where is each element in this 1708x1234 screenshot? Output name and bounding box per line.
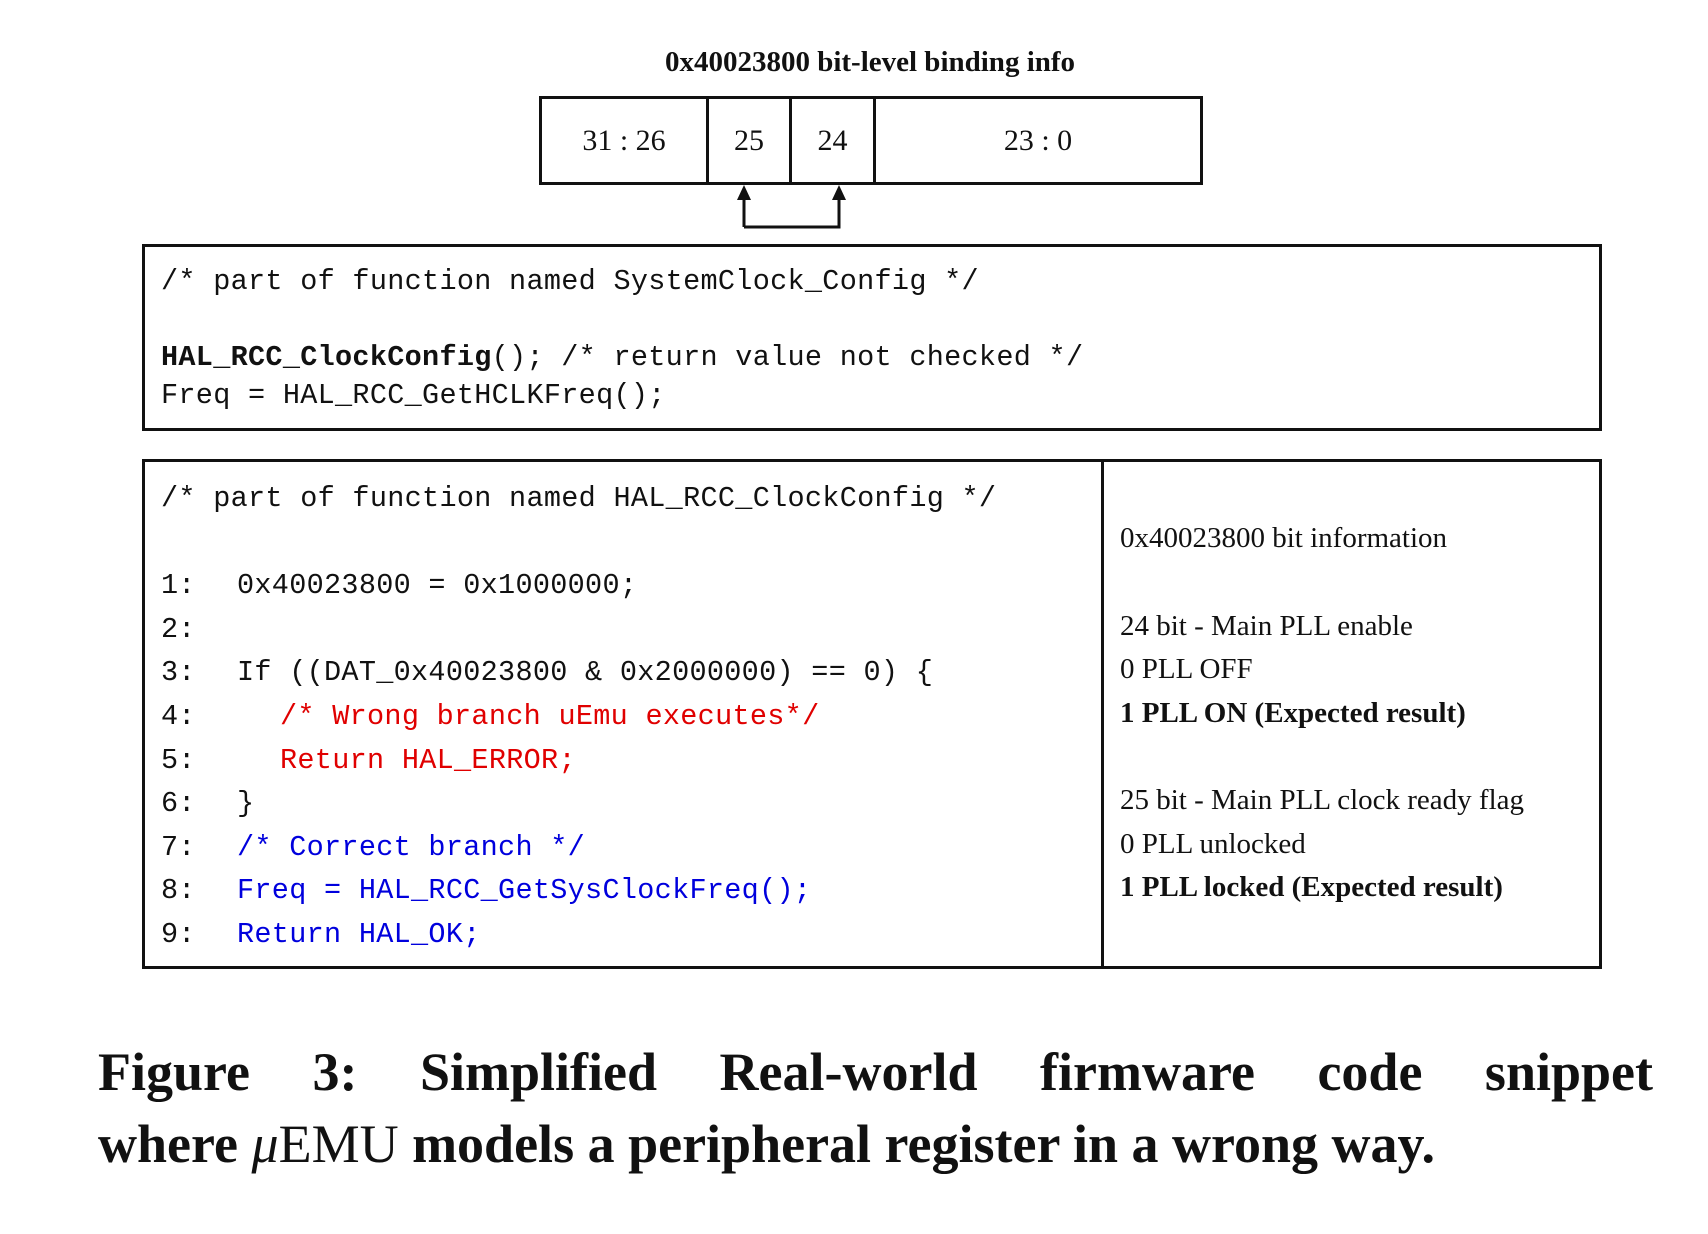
bit25-off: 0 PLL unlocked [1120, 828, 1306, 860]
divider [1101, 462, 1104, 966]
line-number: 6: [161, 787, 196, 820]
code-box-system-clock-config: /* part of function named SystemClock_Co… [142, 244, 1602, 431]
register-cell-24: 24 [792, 99, 876, 182]
caption-text: models a peripheral register in a wrong … [398, 1114, 1436, 1174]
figure-caption: Figure 3: Simplified Real-world firmware… [98, 1036, 1653, 1180]
code-line-freq: Freq = HAL_RCC_GetHCLKFreq(); [161, 379, 666, 412]
code-box-hal-rcc-clock-config: /* part of function named HAL_RCC_ClockC… [142, 459, 1602, 969]
code-line-clock-config: HAL_RCC_ClockConfig(); /* return value n… [161, 341, 1083, 374]
line-number: 9: [161, 918, 196, 951]
register-cell-31-26: 31 : 26 [542, 99, 709, 182]
register-bit-box: 31 : 26 25 24 23 : 0 [539, 96, 1203, 185]
mu-symbol: μ [251, 1114, 279, 1174]
bit-info-title: 0x40023800 bit information [1120, 522, 1448, 554]
register-cell-25: 25 [709, 99, 792, 182]
register-title: 0x40023800 bit-level binding info [664, 46, 1076, 78]
emu-text: EMU [278, 1114, 399, 1174]
bit24-off: 0 PLL OFF [1120, 653, 1253, 685]
correct-branch-freq: Freq = HAL_RCC_GetSysClockFreq(); [237, 874, 812, 907]
caption-text: where [98, 1114, 252, 1174]
code-line: If ((DAT_0x40023800 & 0x2000000) == 0) { [237, 656, 934, 689]
bit24-on: 1 PLL ON (Expected result) [1120, 697, 1466, 729]
correct-branch-comment: /* Correct branch */ [237, 831, 586, 864]
code-line: 0x40023800 = 0x1000000; [237, 569, 638, 602]
caption-line-2: where μEMU models a peripheral register … [98, 1108, 1653, 1180]
line-number: 1: [161, 569, 196, 602]
line-number: 7: [161, 831, 196, 864]
line-number: 4: [161, 700, 196, 733]
function-call: HAL_RCC_ClockConfig [161, 341, 492, 374]
bit25-on: 1 PLL locked (Expected result) [1120, 871, 1503, 903]
caption-line-1: Figure 3: Simplified Real-world firmware… [98, 1042, 1653, 1102]
line-number: 3: [161, 656, 196, 689]
bit-binding-arrow [737, 185, 846, 229]
code-comment: /* part of function named HAL_RCC_ClockC… [161, 482, 997, 515]
correct-branch-return: Return HAL_OK; [237, 918, 481, 951]
line-number: 2: [161, 613, 196, 646]
bit25-title: 25 bit - Main PLL clock ready flag [1120, 784, 1525, 816]
code-comment: /* part of function named SystemClock_Co… [161, 265, 979, 298]
bit24-title: 24 bit - Main PLL enable [1120, 610, 1413, 642]
line-number: 8: [161, 874, 196, 907]
wrong-branch-return: Return HAL_ERROR; [280, 744, 576, 777]
code-text: (); /* return value not checked */ [491, 341, 1084, 374]
wrong-branch-comment: /* Wrong branch uEmu executes*/ [280, 700, 820, 733]
code-line: } [237, 787, 255, 820]
register-cell-23-0: 23 : 0 [1003, 123, 1073, 157]
line-number: 5: [161, 744, 196, 777]
